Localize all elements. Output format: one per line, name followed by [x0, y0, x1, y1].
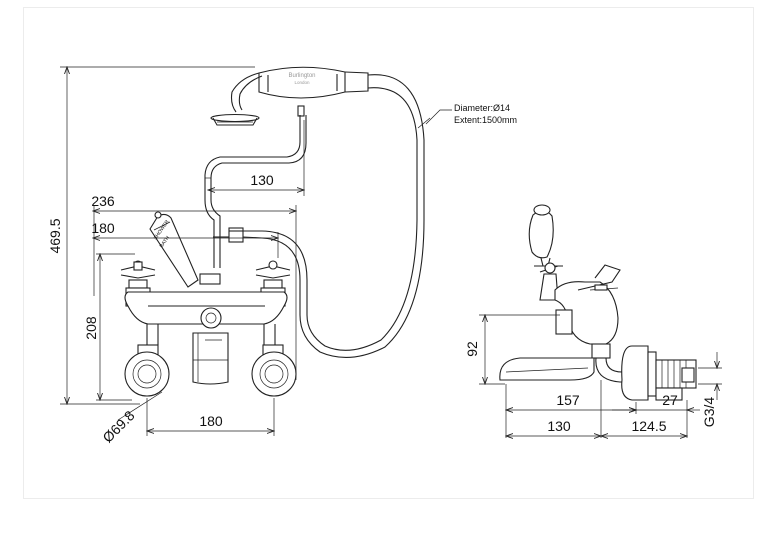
hose-note-extent: Extent:1500mm [454, 115, 517, 125]
wall-flange-left [124, 351, 170, 397]
dim-180-bottom: 180 [199, 413, 223, 429]
cradle-arm [204, 115, 307, 268]
dim-124-5: 124.5 [631, 418, 666, 434]
hose-note-diameter: Diameter:Ø14 [454, 103, 510, 113]
dim-g3-4: G3/4 [701, 397, 717, 428]
dim-469-5: 469.5 [47, 218, 63, 253]
dim-diameter-69-8: Ø69.8 [99, 407, 137, 445]
front-view: Burlington London Diameter:Ø14 Extent:15… [47, 67, 517, 446]
diverter-lever: SHOWER BATH [149, 211, 221, 288]
cradle-clip [297, 105, 305, 117]
dim-27: 27 [662, 392, 678, 408]
handset-logo-sub: London [294, 80, 310, 85]
side-lever-handle [528, 210, 554, 259]
shower-hose [242, 74, 431, 358]
handset-logo-brand: Burlington [288, 73, 315, 79]
dim-157: 157 [556, 392, 580, 408]
dim-236: 236 [91, 193, 115, 209]
dim-180-top: 180 [91, 220, 115, 236]
dim-130-side: 130 [547, 418, 571, 434]
hose-connector-nut [228, 227, 244, 243]
side-view [479, 204, 722, 438]
dim-130-top: 130 [250, 172, 274, 188]
dim-208: 208 [83, 316, 99, 340]
diverter-collar [199, 273, 221, 285]
side-spout [499, 357, 595, 381]
shower-handset: Burlington London [210, 66, 369, 126]
shower-rose [210, 113, 260, 123]
front-view-dimensions [60, 67, 304, 436]
wall-flange-right [251, 351, 297, 397]
dim-92: 92 [464, 341, 480, 357]
drawing-frame [23, 7, 754, 499]
